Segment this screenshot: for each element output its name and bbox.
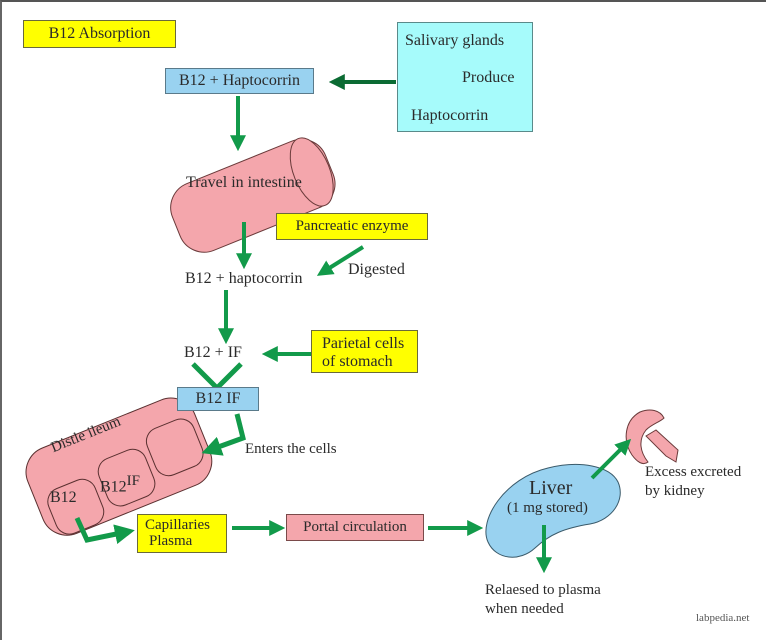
- salivary-glands-label: Salivary glands: [405, 32, 505, 49]
- excess-excreted-line2: by kidney: [645, 483, 705, 499]
- intestine-cylinder-icon: [170, 137, 336, 253]
- pancreatic-enzyme-label: Pancreatic enzyme: [295, 218, 409, 234]
- arrow-ileum-to-capillaries: [74, 516, 135, 545]
- b12-haptocorrin-free-label: B12 + haptocorrin: [185, 270, 303, 287]
- capillaries-line1: Capillaries: [145, 517, 210, 533]
- cell-b12if-outline: [97, 448, 156, 507]
- watermark: labpedia.net: [696, 612, 750, 624]
- parietal-cells-line1: Parietal cells: [322, 335, 405, 352]
- cell-b12if-label: B12IF: [100, 473, 141, 496]
- parietal-cells-line2: of stomach: [322, 353, 393, 370]
- excess-excreted-line1: Excess excreted: [645, 464, 742, 480]
- arrow-b12if-to-ileum: [201, 413, 246, 456]
- title-text: B12 Absorption: [48, 25, 151, 42]
- cell-b12-label: B12: [50, 489, 77, 506]
- haptocorrin-label: Haptocorrin: [411, 107, 489, 124]
- pancreatic-enzyme-box: Pancreatic enzyme: [276, 213, 428, 240]
- liver-stored-label: (1 mg stored): [507, 500, 588, 516]
- capillaries-plasma-box: Capillaries Plasma: [137, 514, 227, 553]
- kidney-icon: [625, 409, 679, 465]
- travel-intestine-label: Travel in intestine: [186, 174, 302, 191]
- capillaries-line2: Plasma: [149, 533, 193, 549]
- enters-cells-label: Enters the cells: [245, 441, 337, 457]
- digested-label: Digested: [348, 261, 405, 278]
- released-plasma-line2: when needed: [485, 601, 564, 617]
- cell-empty-outline: [145, 418, 204, 477]
- b12-plus-if-label: B12 + IF: [184, 344, 242, 361]
- ileum-shape: [25, 397, 213, 536]
- salivary-glands-box: Salivary glands Produce Haptocorrin: [397, 22, 533, 132]
- b12-haptocorrin-box: B12 + Haptocorrin: [165, 68, 314, 94]
- released-plasma-line1: Relaesed to plasma: [485, 582, 601, 598]
- diagram-title: B12 Absorption: [23, 20, 176, 48]
- cell-b12-part: B12: [100, 478, 127, 496]
- b12-if-box: B12 IF: [177, 387, 259, 411]
- b12-if-label: B12 IF: [195, 390, 241, 407]
- cell-if-part: IF: [126, 473, 141, 489]
- arrow-liver-to-kidney: [590, 438, 632, 480]
- produce-label: Produce: [462, 69, 515, 86]
- portal-circulation-box: Portal circulation: [286, 514, 424, 541]
- arrow-enzyme-digested: [316, 245, 365, 276]
- cell-b12-outline: [47, 478, 105, 535]
- b12-haptocorrin-label: B12 + Haptocorrin: [179, 72, 300, 89]
- portal-circulation-label: Portal circulation: [303, 519, 407, 535]
- arrow-merge-v: [191, 362, 243, 392]
- liver-icon: [485, 463, 621, 558]
- liver-label: Liver: [529, 477, 573, 499]
- parietal-cells-box: Parietal cells of stomach: [311, 330, 418, 373]
